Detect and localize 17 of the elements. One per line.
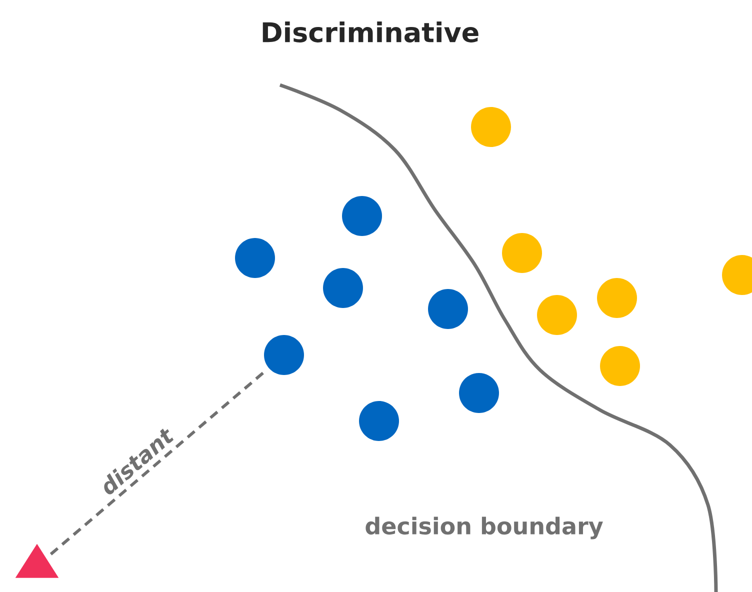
data-point bbox=[722, 255, 752, 295]
data-point bbox=[342, 196, 382, 236]
data-point bbox=[537, 295, 577, 335]
title: Discriminative bbox=[262, 22, 478, 42]
data-point bbox=[235, 238, 275, 278]
data-point bbox=[502, 233, 542, 273]
boundary-label: decision boundary bbox=[366, 516, 603, 540]
dashed-line bbox=[50, 370, 266, 556]
data-point bbox=[359, 401, 399, 441]
data-point bbox=[323, 268, 363, 308]
data-point bbox=[471, 107, 511, 147]
data-point bbox=[600, 346, 640, 386]
data-point bbox=[597, 278, 637, 318]
data-point bbox=[264, 335, 304, 375]
triangle-point bbox=[15, 544, 59, 578]
data-point bbox=[428, 289, 468, 329]
data-point bbox=[459, 373, 499, 413]
